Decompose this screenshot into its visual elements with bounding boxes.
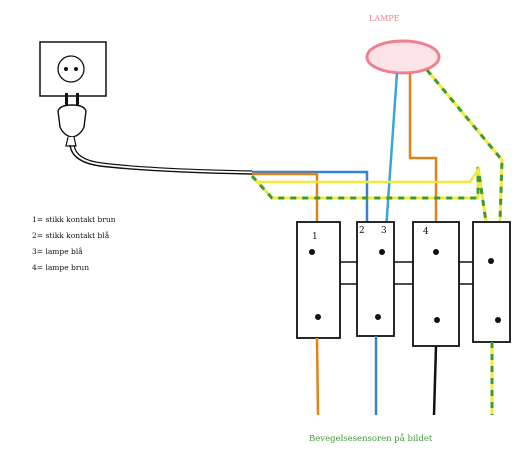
legend-item-1: 1= stikk kontakt brun (32, 215, 116, 224)
sensor-black-wire (432, 345, 438, 416)
terminal-label-4: 4 (423, 227, 429, 237)
lamp-label: LAMPE (369, 14, 400, 23)
terminal-block-2 (356, 221, 395, 337)
lamp-earth-wire-stripe (425, 69, 504, 223)
terminal-block-4 (472, 221, 511, 343)
supply-blue-wire (252, 170, 369, 230)
terminal-block-3 (412, 221, 460, 347)
caption: Bevegelsesensoren på bildet (309, 432, 433, 444)
lamp-brown-wire (408, 73, 438, 222)
legend-item-3: 3= lampe blå (32, 247, 83, 256)
legend: 1= stikk kontakt brun 2= stikk kontakt b… (32, 215, 116, 272)
supply-brown-wire (252, 172, 319, 222)
plug-icon (57, 93, 87, 147)
plug-cable-inner (73, 144, 253, 172)
plug-cable (69, 144, 253, 175)
legend-item-2: 2= stikk kontakt blå (32, 231, 110, 240)
legend-item-4: 4= lampe brun (32, 263, 89, 272)
terminal-label-2: 2 (359, 226, 365, 236)
lamp-blue-wire (384, 72, 399, 231)
terminal-label-1: 1 (312, 232, 318, 242)
lamp (365, 39, 441, 75)
wall-socket (39, 41, 107, 97)
sensor-brown-wire (315, 337, 320, 416)
terminal-block-1 (296, 221, 341, 339)
terminal-label-3: 3 (381, 226, 387, 236)
supply-earth-wire (250, 166, 488, 223)
earth-return-wire (255, 166, 482, 184)
